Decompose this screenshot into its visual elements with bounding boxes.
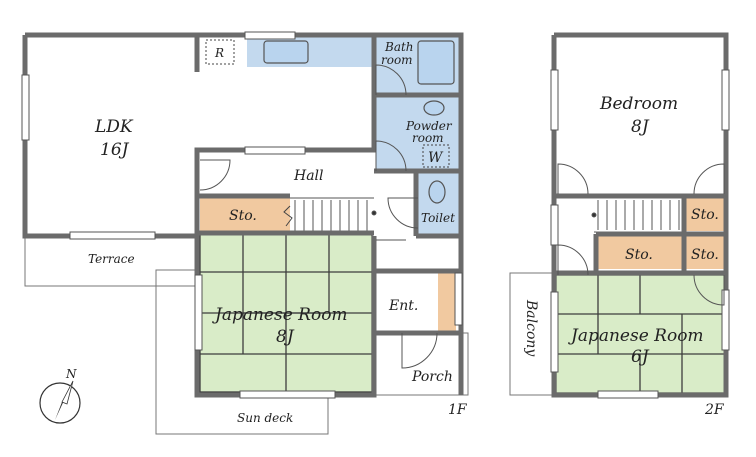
japanese-room-2f-label: Japanese Room xyxy=(568,326,704,346)
tatami-lines-1f xyxy=(200,234,372,392)
stairs-2f xyxy=(591,197,684,233)
powder-label-2: room xyxy=(412,131,444,145)
doors-2f xyxy=(557,163,725,306)
windows-2f xyxy=(550,69,730,399)
storage-2f-2-label: Sto. xyxy=(625,247,653,263)
windows-1f xyxy=(21,31,463,399)
tatami-lines-2f xyxy=(556,275,726,393)
fridge-icon xyxy=(205,39,235,65)
storage-2f-3-area xyxy=(686,236,726,269)
storage-1f-area xyxy=(200,198,290,231)
washer-label: W xyxy=(428,150,444,166)
porch-area xyxy=(373,332,469,396)
floor-1: LDK 16J R Bath room Powder room W Toilet… xyxy=(21,31,469,435)
balcony-label: Balcony xyxy=(523,299,539,357)
bedroom-label: Bedroom xyxy=(599,94,678,114)
hall-label: Hall xyxy=(293,168,324,184)
bath-label: Bath xyxy=(384,40,414,54)
floor-2-label: 2F xyxy=(704,402,725,418)
doors-1f xyxy=(199,64,438,369)
powder-room-area xyxy=(376,97,461,171)
storage-2f-1-label: Sto. xyxy=(691,207,719,223)
toilet-bowl-icon xyxy=(428,180,446,204)
storage-2f-2-area xyxy=(598,236,682,269)
stairs-1f xyxy=(283,197,377,232)
storage-2f-1-area xyxy=(686,198,726,231)
floor-1-label: 1F xyxy=(448,402,468,418)
bathtub-icon xyxy=(417,40,455,85)
floor-2: Bedroom 8J Sto. Sto. Sto. Balcony Japane… xyxy=(509,32,730,418)
storage-1f-label: Sto. xyxy=(229,208,257,224)
north-label: N xyxy=(65,367,77,381)
japanese-room-2f-size: 6J xyxy=(631,347,650,367)
kitchen-sink-icon xyxy=(263,40,309,64)
walls-2f xyxy=(551,32,729,398)
sun-deck-label: Sun deck xyxy=(237,411,293,425)
porch-label: Porch xyxy=(411,369,453,385)
japanese-room-1f-size: 8J xyxy=(276,327,295,347)
ldk-label: LDK xyxy=(94,117,134,137)
entrance-step xyxy=(438,272,456,332)
bath-label-2: room xyxy=(381,53,413,67)
entrance-label: Ent. xyxy=(388,298,418,314)
powder-label: Powder xyxy=(405,119,453,133)
ldk-size: 16J xyxy=(100,140,130,160)
fridge-label: R xyxy=(214,46,224,60)
terrace-label: Terrace xyxy=(88,252,135,266)
north-arrow-icon: N xyxy=(39,367,81,424)
washbasin-icon xyxy=(423,100,445,116)
japanese-room-1f-label: Japanese Room xyxy=(212,305,348,325)
bedroom-size: 8J xyxy=(631,117,650,137)
toilet-label: Toilet xyxy=(421,211,455,225)
storage-2f-3-label: Sto. xyxy=(691,247,719,263)
washer-icon xyxy=(422,144,450,168)
japanese-room-2f-tatami xyxy=(555,274,727,394)
